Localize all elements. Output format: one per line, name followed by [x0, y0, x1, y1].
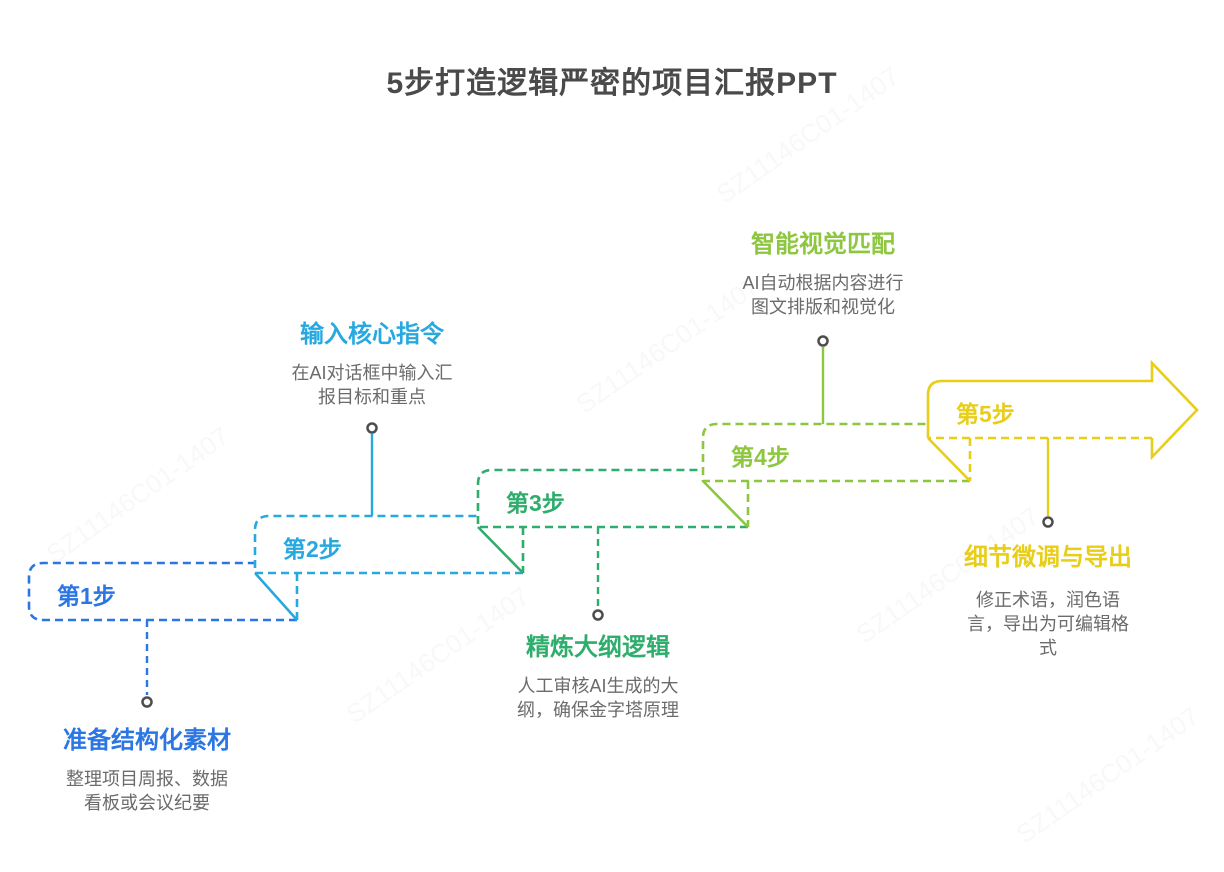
- step3-heading: 精炼大纲逻辑: [526, 634, 670, 661]
- step2-label: 第2步: [283, 536, 342, 562]
- step4-connector-dot: [817, 335, 829, 347]
- step1-description: 整理项目周报、数据 看板或会议纪要: [66, 769, 228, 813]
- step4-description: AI自动根据内容进行 图文排版和视觉化: [742, 273, 904, 317]
- step4-heading: 智能视觉匹配: [751, 231, 895, 258]
- step2-fold-diagonal: [254, 572, 298, 621]
- step5-connector-dot: [1042, 516, 1054, 528]
- step2-description: 在AI对话框中输入汇 报目标和重点: [291, 363, 453, 407]
- step5-annotation: 细节微调与导出 修正术语，润色语 言，导出为可编辑格 式: [938, 544, 1158, 660]
- page-title: 5步打造逻辑严密的项目汇报PPT: [386, 67, 838, 100]
- step1-heading: 准备结构化素材: [63, 727, 231, 754]
- step5-heading: 细节微调与导出: [964, 544, 1132, 571]
- step3-annotation: 精炼大纲逻辑 人工审核AI生成的大 纲，确保金字塔原理: [488, 634, 708, 722]
- step2-connector-dot: [366, 422, 378, 434]
- step4-label: 第4步: [731, 444, 790, 470]
- step4-ribbon: [701, 422, 970, 483]
- step1-ribbon: [27, 561, 297, 622]
- step3-label: 第3步: [506, 490, 565, 516]
- step4-annotation: 智能视觉匹配 AI自动根据内容进行 图文排版和视觉化: [713, 231, 933, 319]
- step2-heading: 输入核心指令: [300, 321, 444, 348]
- step3-fold-diagonal: [477, 526, 524, 574]
- step2-annotation: 输入核心指令 在AI对话框中输入汇 报目标和重点: [262, 321, 482, 409]
- step5-ribbon-arrow: [926, 359, 1199, 461]
- step5-label: 第5步: [956, 401, 1015, 427]
- step4-fold-diagonal: [702, 480, 749, 528]
- step3-connector-dot: [592, 609, 604, 621]
- step3-description: 人工审核AI生成的大 纲，确保金字塔原理: [517, 676, 679, 720]
- step3-ribbon: [476, 468, 748, 529]
- step5-description: 修正术语，润色语 言，导出为可编辑格 式: [967, 590, 1129, 658]
- step5-fold-diagonal: [927, 437, 971, 482]
- step1-label: 第1步: [57, 583, 116, 609]
- step1-annotation: 准备结构化素材 整理项目周报、数据 看板或会议纪要: [37, 727, 257, 815]
- step1-connector-dot: [141, 696, 153, 708]
